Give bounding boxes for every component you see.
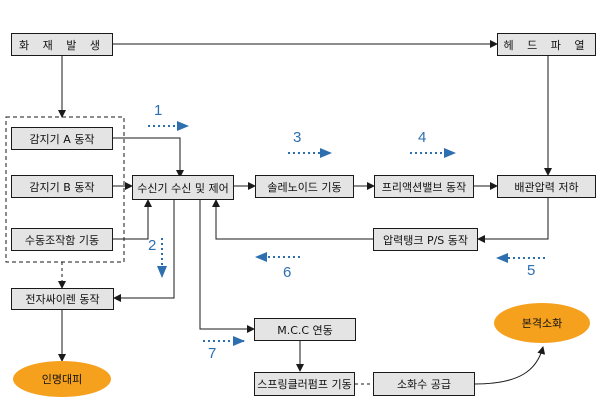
node-pressure-tank-ps: 압력탱크 P/S 동작 [373, 228, 478, 251]
node-preaction-valve: 프리액션밸브 동작 [374, 175, 474, 198]
node-sensor-b: 감지기 B 동작 [11, 175, 113, 198]
step-label-1: 1 [154, 102, 163, 119]
node-mcc: M.C.C 연동 [254, 318, 356, 341]
edge-water-to-fire-out [474, 346, 546, 385]
edge-pipe-to-tank [477, 198, 549, 243]
edge-receiver-to-mcc [199, 200, 255, 333]
node-electronic-siren: 전자싸이렌 동작 [11, 288, 114, 310]
edge-sensor-a-to-receiver [113, 137, 184, 178]
step-label-3: 3 [293, 129, 302, 146]
node-solenoid: 솔레노이드 기동 [255, 175, 354, 198]
node-manual-station: 수동조작함 기동 [11, 228, 113, 251]
node-receiver-control: 수신기 수신 및 제어 [132, 175, 234, 200]
edge-receiver-to-siren [113, 200, 175, 302]
step-label-2: 2 [148, 237, 157, 254]
step-label-4: 4 [418, 129, 427, 146]
node-sensor-a: 감지기 A 동작 [11, 127, 113, 150]
edge-manual-to-receiver [113, 199, 152, 240]
node-sprinkler-pump: 스프링클러펌프 기동 [254, 372, 355, 396]
step-label-6: 6 [283, 264, 292, 281]
step-label-7: 7 [208, 345, 217, 362]
node-fire-outbreak: 화 재 발 생 [11, 33, 113, 56]
node-evacuation: 인명대피 [13, 361, 111, 397]
node-water-supply: 소화수 공급 [373, 372, 475, 396]
node-pipe-pressure-drop: 배관압력 저하 [497, 175, 596, 198]
edge-tank-to-receiver [212, 199, 373, 240]
node-head-rupture: 헤 드 파 열 [497, 33, 596, 56]
node-full-extinguishing: 본격소화 [494, 303, 590, 343]
step-label-5: 5 [527, 262, 536, 279]
